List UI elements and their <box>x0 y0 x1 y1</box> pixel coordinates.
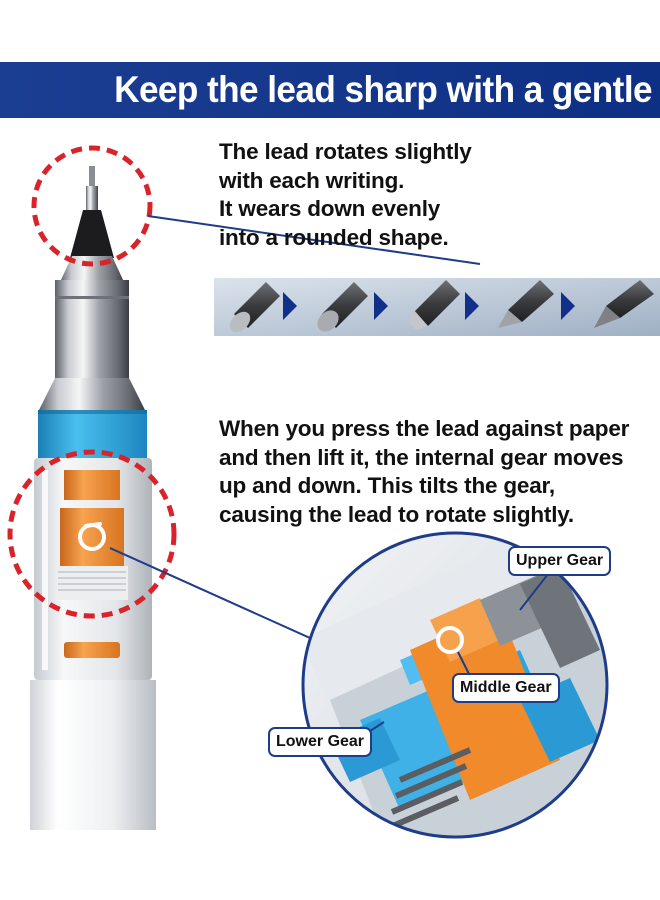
lead-stage-faceted <box>408 280 460 330</box>
lead-wear-strip <box>214 278 660 336</box>
orange-gear <box>60 508 124 566</box>
triangle-right-icon <box>561 292 575 320</box>
caption-line: into a rounded shape. <box>219 224 449 250</box>
lead-stage-rounded <box>498 280 554 328</box>
chrome-barrel <box>55 280 129 378</box>
caption-line: causing the lead to rotate slightly. <box>219 501 574 527</box>
label-middle-gear: Middle Gear <box>452 673 560 703</box>
caption-line: and then lift it, the internal gear move… <box>219 444 624 470</box>
gear-zoom-circle <box>301 531 609 839</box>
triangle-right-icon <box>283 292 297 320</box>
triangle-right-icon <box>465 292 479 320</box>
label-upper-gear: Upper Gear <box>508 546 612 576</box>
pencil-body <box>30 680 156 830</box>
highlight-circle-gear <box>7 449 177 619</box>
mechanical-pencil <box>30 166 156 830</box>
caption-line: up and down. This tilts the gear, <box>219 473 555 498</box>
caption-line: The lead rotates slightly <box>219 139 472 164</box>
black-tip-cone <box>70 210 114 258</box>
caption-line: When you press the lead against paper <box>219 416 630 441</box>
lead-stage-flat-tip <box>229 282 280 333</box>
leader-line-gear <box>109 547 311 639</box>
title-banner: Keep the lead sharp with a gentle twist <box>0 62 660 166</box>
label-lower-gear: Lower Gear <box>268 727 373 757</box>
triangle-right-icon <box>374 292 388 320</box>
lead-stage-pointed <box>594 280 654 328</box>
zoom-circle-border <box>301 531 609 839</box>
caption-line: It wears down evenly <box>219 196 441 221</box>
lead-stage-slightly-rounded <box>317 282 368 332</box>
banner-title: Keep the lead sharp with a gentle twist <box>114 69 652 166</box>
highlight-circle-tip <box>31 145 153 267</box>
caption-line: with each writing. <box>219 167 405 193</box>
caption-gear-mechanism: When you press the lead against paper an… <box>219 415 629 529</box>
leader-line-top <box>147 215 481 265</box>
caption-lead-rotation: The lead rotates slightly with each writ… <box>219 138 472 252</box>
